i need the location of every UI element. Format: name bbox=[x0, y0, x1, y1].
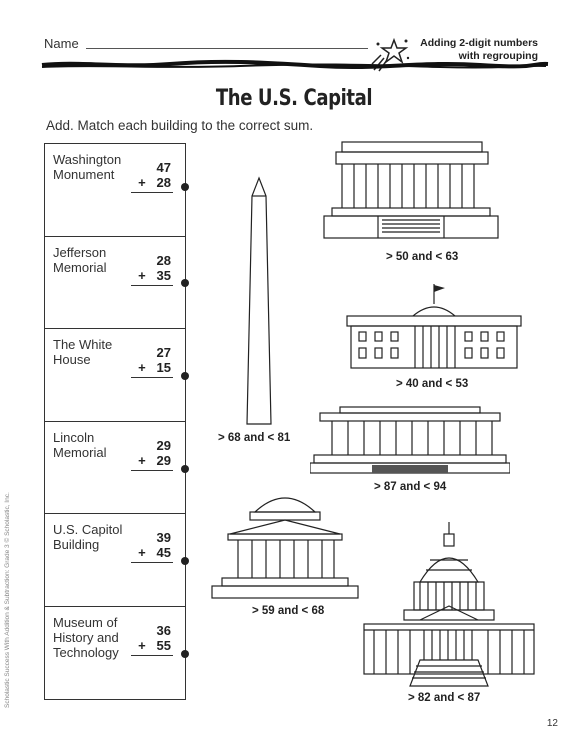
plus-sign: + bbox=[138, 545, 146, 560]
match-dot[interactable] bbox=[181, 279, 189, 287]
addend-2-row: + 15 bbox=[138, 360, 171, 375]
range-label: > 50 and < 63 bbox=[386, 251, 459, 263]
plus-sign: + bbox=[138, 175, 146, 190]
topic-line-2: with regrouping bbox=[458, 50, 538, 62]
addend-2-row: + 29 bbox=[138, 453, 171, 468]
addend-2: 35 bbox=[156, 267, 171, 283]
problem-label: Washington Monument bbox=[53, 152, 122, 182]
sum-line bbox=[131, 469, 173, 471]
problem-cell: Washington Monument 47 + 28 bbox=[45, 144, 185, 237]
problem-label: Jefferson Memorial bbox=[53, 244, 107, 275]
capitol-building-icon bbox=[360, 520, 538, 695]
instructions: Add. Match each building to the correct … bbox=[46, 118, 314, 133]
museum-building-icon bbox=[322, 140, 500, 245]
match-dot[interactable] bbox=[181, 183, 189, 191]
side-credit: Scholastic Success With Addition & Subtr… bbox=[4, 492, 11, 708]
plus-sign: + bbox=[138, 267, 146, 283]
problem-cell: Museum of History and Technology 36 + 55 bbox=[45, 607, 185, 700]
white-house-icon bbox=[345, 282, 523, 377]
problem-cell: Lincoln Memorial 29 + 29 bbox=[45, 422, 185, 514]
problem-label: Lincoln Memorial bbox=[53, 429, 107, 460]
addend-2: 28 bbox=[156, 175, 171, 190]
range-label: > 87 and < 94 bbox=[374, 481, 447, 493]
page-title: The U.S. Capital bbox=[215, 86, 373, 111]
jefferson-memorial-icon bbox=[210, 488, 360, 605]
addend-1: 29 bbox=[156, 437, 171, 453]
range-label: > 82 and < 87 bbox=[408, 692, 481, 704]
name-label: Name bbox=[44, 36, 79, 51]
range-label: > 40 and < 53 bbox=[396, 378, 469, 390]
sum-line bbox=[131, 377, 173, 378]
addend-1: 47 bbox=[156, 160, 171, 175]
topic-line-1: Adding 2-digit numbers bbox=[420, 37, 538, 49]
addend-1: 28 bbox=[156, 252, 171, 268]
addend-2-row: + 28 bbox=[138, 175, 171, 190]
lincoln-memorial-icon bbox=[309, 405, 511, 482]
problem-cell: The White House 27 + 15 bbox=[45, 329, 185, 422]
range-label: > 59 and < 68 bbox=[252, 605, 325, 617]
sum-line bbox=[131, 654, 173, 656]
topic-heading: Adding 2-digit numbers with regrouping bbox=[378, 37, 538, 63]
problem-label: The White House bbox=[53, 337, 113, 367]
addend-2: 45 bbox=[156, 545, 171, 560]
addend-2-row: + 35 bbox=[138, 268, 171, 283]
plus-sign: + bbox=[138, 637, 146, 653]
match-dot[interactable] bbox=[181, 372, 189, 380]
match-dot[interactable] bbox=[181, 557, 189, 565]
addend-1: 39 bbox=[156, 530, 171, 545]
match-dot[interactable] bbox=[181, 465, 189, 473]
problem-label: Museum of History and Technology bbox=[53, 614, 119, 660]
problem-cell: U.S. Capitol Building 39 + 45 bbox=[45, 514, 185, 607]
shooting-star-icon bbox=[370, 37, 410, 77]
problem-label: U.S. Capitol Building bbox=[53, 522, 123, 552]
sum-line bbox=[131, 284, 173, 286]
name-input-line[interactable] bbox=[86, 48, 368, 49]
page-number: 12 bbox=[546, 718, 558, 729]
problem-cell: Jefferson Memorial 28 + 35 bbox=[45, 237, 185, 329]
addend-2: 29 bbox=[156, 452, 171, 468]
match-dot[interactable] bbox=[181, 650, 189, 658]
addend-2: 15 bbox=[156, 360, 171, 375]
brush-stroke-divider bbox=[40, 58, 550, 76]
problems-table: Washington Monument 47 + 28 Jefferson Me… bbox=[44, 143, 186, 700]
plus-sign: + bbox=[138, 360, 146, 375]
plus-sign: + bbox=[138, 452, 146, 468]
washington-monument-icon bbox=[244, 176, 274, 431]
sum-line bbox=[131, 192, 173, 193]
addend-2: 55 bbox=[156, 637, 171, 653]
addend-2-row: + 45 bbox=[138, 545, 171, 560]
addend-1: 36 bbox=[156, 622, 171, 638]
sum-line bbox=[131, 562, 173, 563]
range-label: > 68 and < 81 bbox=[218, 432, 291, 444]
addend-2-row: + 55 bbox=[138, 638, 171, 653]
addend-1: 27 bbox=[156, 345, 171, 360]
